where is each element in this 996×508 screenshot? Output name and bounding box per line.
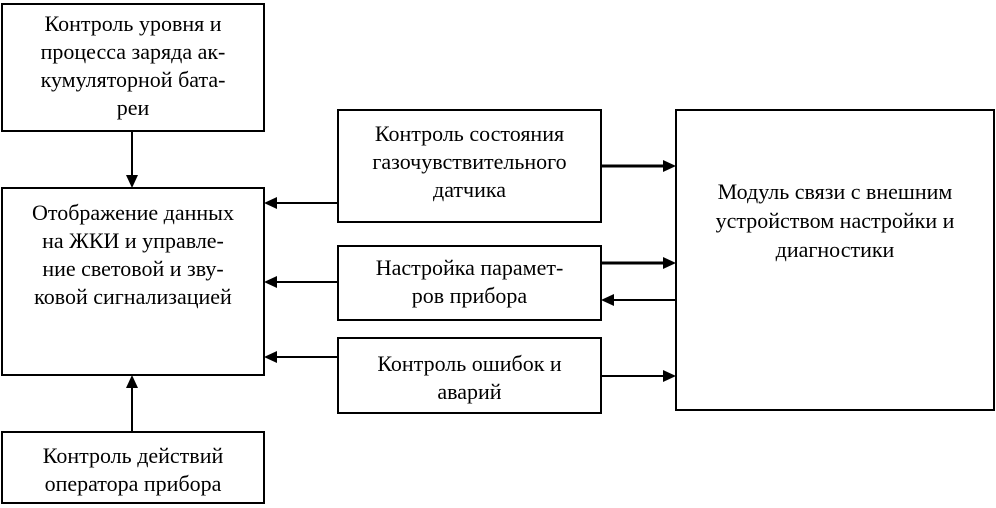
block-text-line: оператора прибора: [44, 471, 222, 496]
arrow-sensor-to-display: [264, 197, 338, 209]
block-text-line: газочувствительного: [372, 149, 567, 174]
block-text-line: ние световой и зву-: [42, 256, 224, 281]
block-text-line: устройством настройки и: [715, 208, 955, 233]
block-external-device-comm-module: Модуль связи с внешним устройством настр…: [675, 109, 995, 411]
block-device-parameter-settings: Настройка парамет- ров прибора: [337, 245, 602, 321]
arrow-errors-to-comm: [601, 370, 676, 382]
block-text-line: диагностики: [775, 237, 895, 262]
block-battery-charge-control: Контроль уровня и процесса заряда ак- ку…: [1, 3, 265, 132]
arrow-battery-to-display: [126, 131, 138, 188]
arrow-operator-to-display: [126, 375, 138, 432]
block-gas-sensor-state-control: Контроль состояния газочувствительного д…: [337, 109, 602, 223]
arrow-settings-to-display: [264, 276, 338, 288]
block-text-line: Контроль действий: [42, 443, 224, 468]
arrow-sensor-to-comm: [601, 160, 676, 172]
block-text-line: Настройка парамет-: [375, 255, 564, 280]
block-text-line: ров прибора: [411, 283, 528, 308]
arrow-settings-to-comm: [601, 257, 676, 269]
block-text-line: датчика: [433, 177, 506, 202]
arrow-comm-to-settings: [601, 294, 676, 306]
block-text-line: ковой сигнализацией: [34, 284, 232, 309]
block-text-line: кумуляторной бата-: [40, 67, 226, 92]
block-text-line: Контроль уровня и: [44, 11, 222, 36]
block-text-line: Отображение данных: [32, 200, 234, 225]
block-lcd-display-and-signaling: Отображение данных на ЖКИ и управле- ние…: [1, 187, 265, 376]
arrow-errors-to-display: [264, 351, 338, 363]
block-text-line: Контроль ошибок и: [377, 351, 562, 376]
block-text-line: процесса заряда ак-: [40, 39, 226, 64]
block-text-line: на ЖКИ и управле-: [42, 228, 224, 253]
block-text-line: Модуль связи с внешним: [717, 179, 953, 204]
block-operator-actions-control: Контроль действий оператора прибора: [1, 431, 265, 504]
block-text-line: реи: [116, 95, 150, 120]
block-text-line: Контроль состояния: [374, 121, 565, 146]
block-text-line: аварий: [437, 379, 502, 404]
